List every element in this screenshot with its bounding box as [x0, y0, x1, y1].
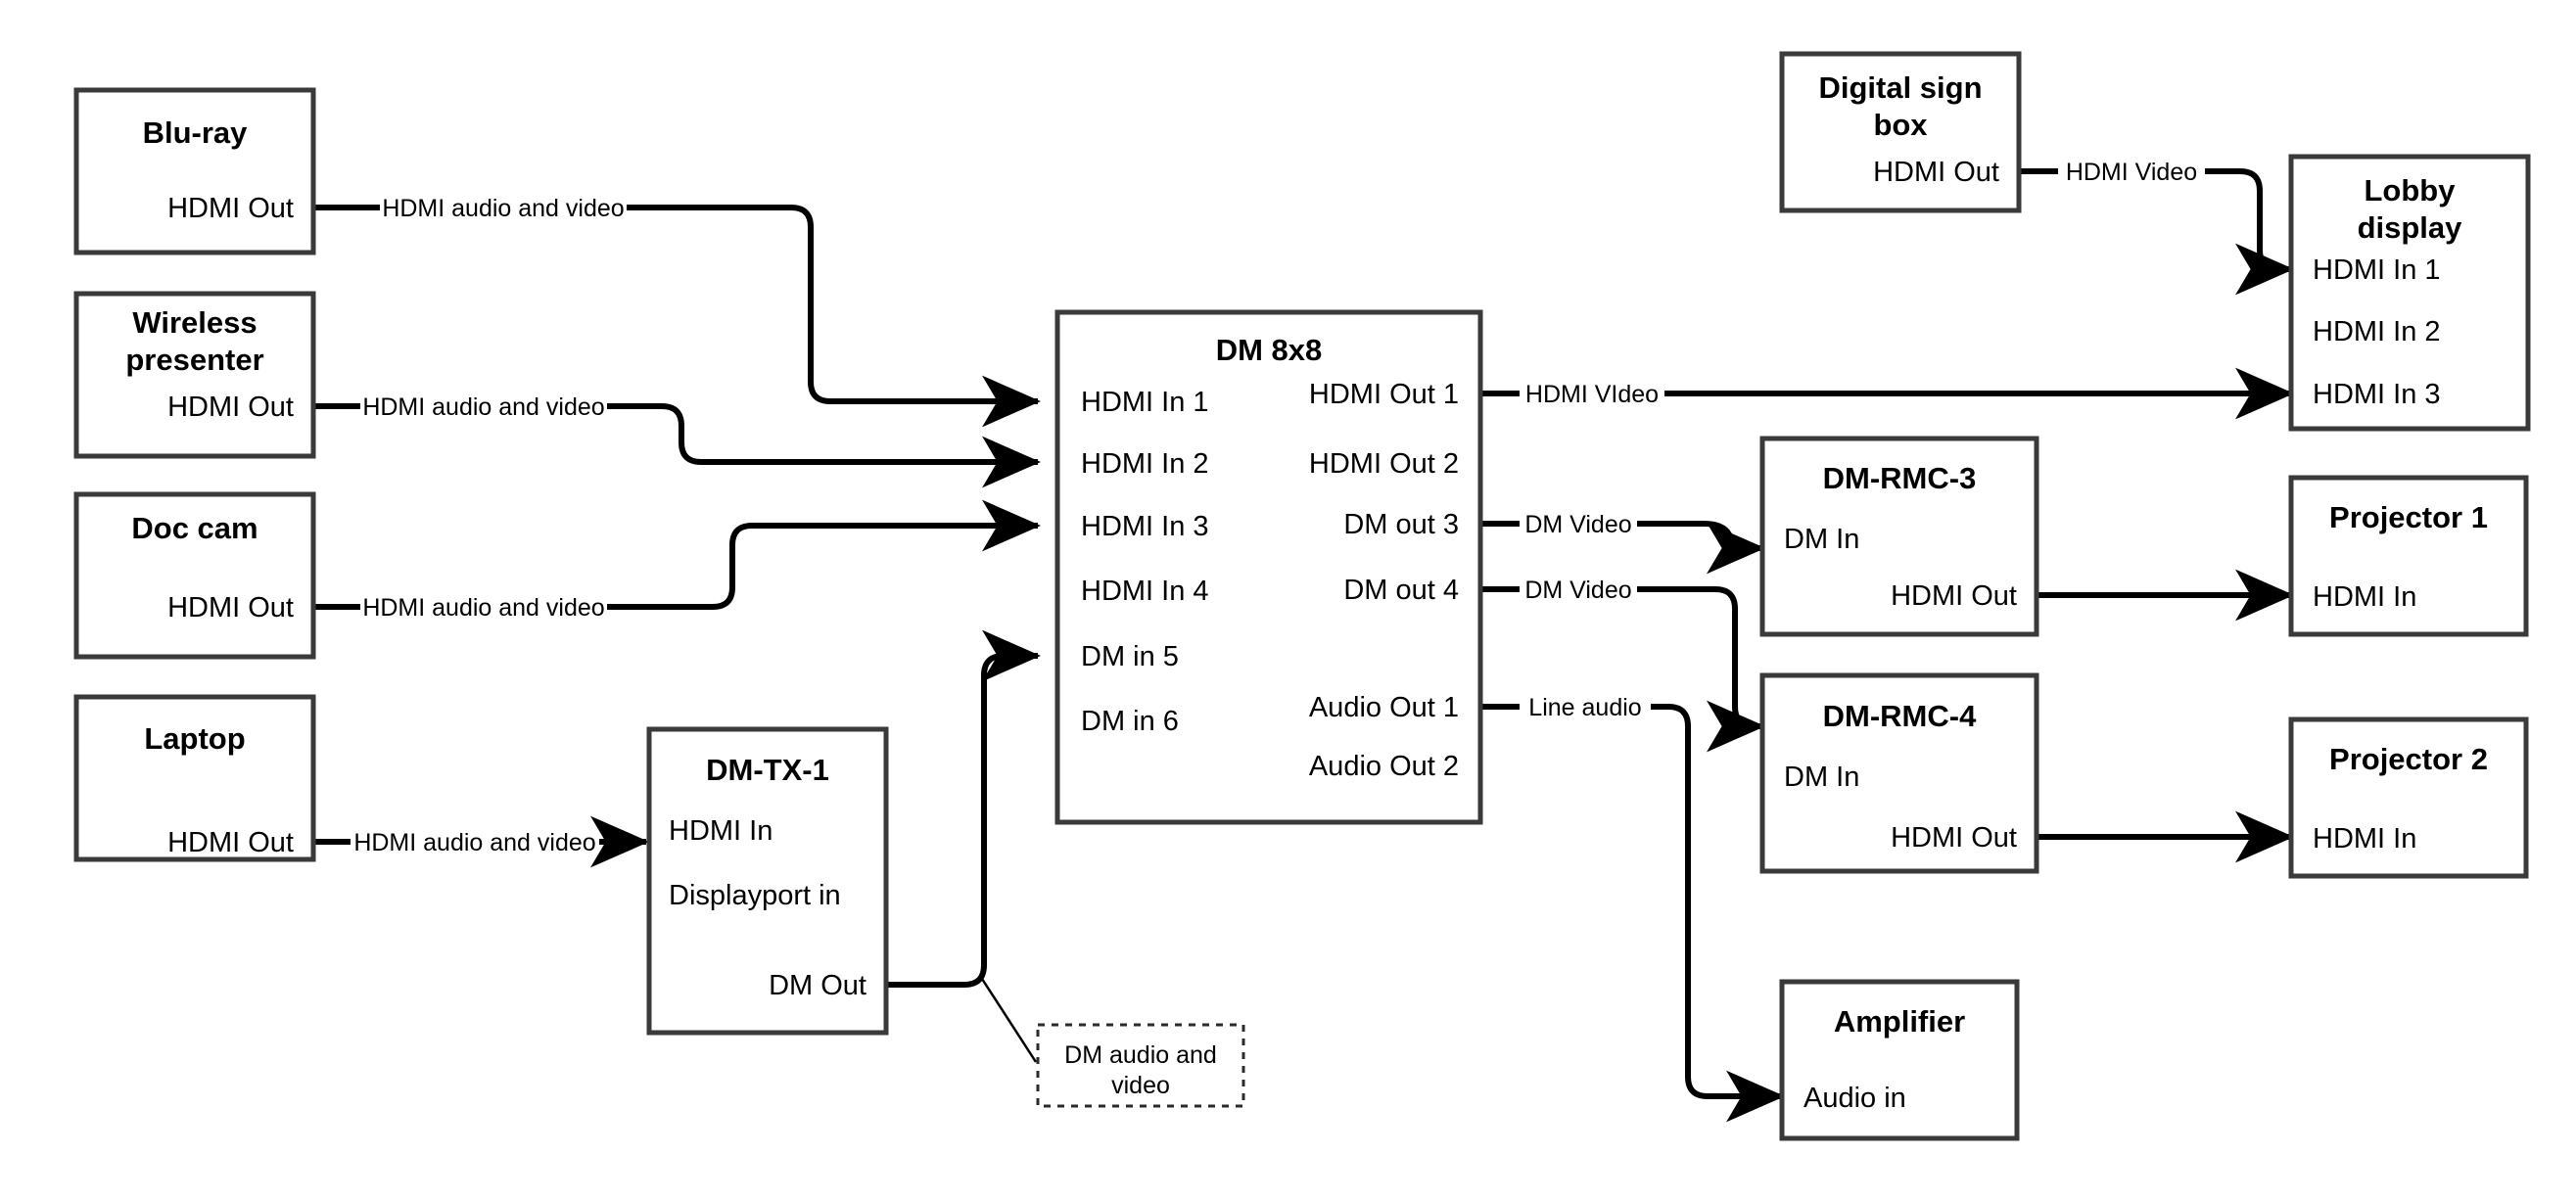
- node-bluray[interactable]: Blu-ray HDMI Out: [73, 87, 316, 255]
- node-projector-2-rect: [2288, 716, 2529, 879]
- node-bluray-title: Blu-ray: [143, 115, 249, 150]
- node-lobby-display-title-line1: Lobby: [2365, 173, 2457, 208]
- node-projector-2[interactable]: Projector 2 HDMI In: [2288, 716, 2529, 879]
- node-dm-8x8-port-dm-out-4: DM out 4: [1343, 575, 1459, 606]
- node-doc-cam-title: Doc cam: [131, 511, 258, 545]
- node-lobby-display-port-hdmi-in-3: HDMI In 3: [2313, 379, 2441, 410]
- edge-label-dm8x8-to-rmc3: DM Video: [1524, 511, 1631, 538]
- node-amplifier-title: Amplifier: [1834, 1004, 1965, 1039]
- node-amplifier-rect: [1779, 979, 2020, 1141]
- node-projector-2-port-hdmi-in: HDMI In: [2313, 823, 2416, 855]
- edge-bluray-to-dm8x8-seg2: [627, 205, 1041, 428]
- callout-dm-audio-video-line1: DM audio and: [1064, 1041, 1217, 1069]
- node-bluray-port-hdmi-out: HDMI Out: [167, 193, 294, 224]
- node-amplifier-port-audio-in: Audio in: [1803, 1083, 1906, 1114]
- edge-label-dm8x8-to-amplifier: Line audio: [1528, 694, 1641, 721]
- node-dm-8x8-port-hdmi-out-1: HDMI Out 1: [1309, 379, 1459, 410]
- node-digital-sign-box-rect: [1779, 51, 2022, 213]
- node-dm-8x8-port-dm-in-5: DM in 5: [1081, 641, 1179, 672]
- edge-dmtx1-to-dm8x8: [886, 629, 1041, 988]
- node-dm-tx-1-port-hdmi-in: HDMI In: [669, 815, 773, 847]
- callout-dm-audio-video: DM audio and video: [1036, 1023, 1245, 1108]
- node-dm-8x8-port-audio-out-2: Audio Out 2: [1309, 751, 1459, 782]
- edge-signbox-to-lobby-seg2: [2205, 168, 2294, 296]
- node-dm-tx-1-port-dm-out: DM Out: [769, 970, 866, 1001]
- node-wireless-presenter-port-hdmi-out: HDMI Out: [167, 392, 294, 423]
- edge-label-laptop-to-dmtx1: HDMI audio and video: [353, 829, 595, 856]
- node-dm-8x8-port-hdmi-in-3: HDMI In 3: [1081, 511, 1209, 542]
- node-projector-1[interactable]: Projector 1 HDMI In: [2288, 475, 2529, 637]
- node-projector-1-title: Projector 1: [2329, 500, 2488, 534]
- node-digital-sign-box-port-hdmi-out: HDMI Out: [1873, 157, 1999, 188]
- edge-label-dm8x8-to-rmc4: DM Video: [1524, 577, 1631, 604]
- node-digital-sign-box[interactable]: Digital sign box HDMI Out: [1779, 51, 2022, 213]
- node-dm-rmc-3-title: DM-RMC-3: [1823, 461, 1977, 495]
- node-dm-8x8-port-hdmi-in-1: HDMI In 1: [1081, 387, 1209, 418]
- node-dm-tx-1[interactable]: DM-TX-1 HDMI In Displayport in DM Out: [646, 726, 889, 1036]
- edge-dm8x8-to-rmc3-seg2: [1637, 521, 1765, 575]
- edge-label-signbox-to-lobby: HDMI Video: [2066, 159, 2197, 186]
- node-dm-8x8-port-dm-in-6: DM in 6: [1081, 706, 1179, 737]
- node-dm-8x8-port-audio-out-1: Audio Out 1: [1309, 692, 1459, 723]
- node-wireless-presenter-title-line1: Wireless: [132, 305, 257, 340]
- node-dm-rmc-4-rect: [1759, 672, 2039, 874]
- callout-dm-audio-video-line2: video: [1111, 1072, 1170, 1099]
- node-dm-rmc-4-port-dm-in: DM In: [1784, 762, 1859, 793]
- edge-dm8x8-to-rmc4-seg2: [1637, 586, 1765, 753]
- edge-doccam-to-dm8x8-seg2: [607, 499, 1041, 610]
- node-digital-sign-box-title-line2: box: [1873, 108, 1928, 142]
- node-dm-8x8-port-hdmi-in-4: HDMI In 4: [1081, 576, 1209, 607]
- node-dm-rmc-3-port-hdmi-out: HDMI Out: [1891, 580, 2017, 612]
- node-dm-8x8-title: DM 8x8: [1216, 333, 1323, 367]
- edge-dm8x8-to-amplifier-seg2: [1651, 704, 1785, 1123]
- node-dm-8x8-port-hdmi-in-2: HDMI In 2: [1081, 448, 1209, 480]
- node-bluray-rect: [73, 87, 316, 255]
- node-dm-8x8[interactable]: DM 8x8 HDMI In 1 HDMI In 2 HDMI In 3 HDM…: [1054, 309, 1483, 825]
- node-wireless-presenter-rect: [73, 291, 316, 459]
- node-laptop[interactable]: Laptop HDMI Out: [73, 694, 316, 862]
- node-dm-rmc-3-port-dm-in: DM In: [1784, 524, 1859, 555]
- node-laptop-title: Laptop: [144, 721, 245, 756]
- edge-label-wireless-to-dm8x8: HDMI audio and video: [362, 393, 604, 421]
- node-laptop-port-hdmi-out: HDMI Out: [167, 827, 294, 858]
- node-laptop-rect: [73, 694, 316, 862]
- node-lobby-display[interactable]: Lobby display HDMI In 1 HDMI In 2 HDMI I…: [2288, 154, 2531, 432]
- node-digital-sign-box-title-line1: Digital sign: [1818, 70, 1982, 105]
- callout-leader-line: [980, 978, 1038, 1063]
- edge-label-doccam-to-dm8x8: HDMI audio and video: [362, 594, 604, 622]
- node-amplifier[interactable]: Amplifier Audio in: [1779, 979, 2020, 1141]
- node-dm-tx-1-title: DM-TX-1: [706, 753, 829, 787]
- node-lobby-display-title-line2: display: [2358, 210, 2463, 245]
- callout-dm-audio-video-rect: [1036, 1023, 1245, 1108]
- node-doc-cam-rect: [73, 491, 316, 660]
- node-doc-cam[interactable]: Doc cam HDMI Out: [73, 491, 316, 660]
- node-dm-tx-1-port-displayport-in: Displayport in: [669, 880, 841, 911]
- node-dm-rmc-4[interactable]: DM-RMC-4 DM In HDMI Out: [1759, 672, 2039, 874]
- node-dm-8x8-rect: [1054, 309, 1483, 825]
- node-projector-1-rect: [2288, 475, 2529, 637]
- node-wireless-presenter-title-line2: presenter: [125, 343, 263, 377]
- edge-label-dm8x8-to-lobby: HDMI VIdeo: [1525, 381, 1659, 408]
- node-dm-rmc-3-rect: [1759, 436, 2039, 637]
- node-dm-rmc-4-title: DM-RMC-4: [1823, 699, 1977, 733]
- node-doc-cam-port-hdmi-out: HDMI Out: [167, 592, 294, 624]
- edge-label-bluray-to-dm8x8: HDMI audio and video: [382, 195, 624, 222]
- node-dm-rmc-3[interactable]: DM-RMC-3 DM In HDMI Out: [1759, 436, 2039, 637]
- node-lobby-display-port-hdmi-in-2: HDMI In 2: [2313, 316, 2441, 347]
- node-wireless-presenter[interactable]: Wireless presenter HDMI Out: [73, 291, 316, 459]
- node-dm-rmc-4-port-hdmi-out: HDMI Out: [1891, 822, 2017, 854]
- node-dm-8x8-port-dm-out-3: DM out 3: [1343, 509, 1459, 540]
- node-lobby-display-port-hdmi-in-1: HDMI In 1: [2313, 254, 2441, 286]
- node-dm-tx-1-rect: [646, 726, 889, 1036]
- node-projector-1-port-hdmi-in: HDMI In: [2313, 581, 2416, 613]
- node-projector-2-title: Projector 2: [2329, 742, 2488, 776]
- edge-wireless-to-dm8x8-seg2: [607, 403, 1041, 488]
- node-lobby-display-rect: [2288, 154, 2531, 432]
- node-dm-8x8-port-hdmi-out-2: HDMI Out 2: [1309, 448, 1459, 480]
